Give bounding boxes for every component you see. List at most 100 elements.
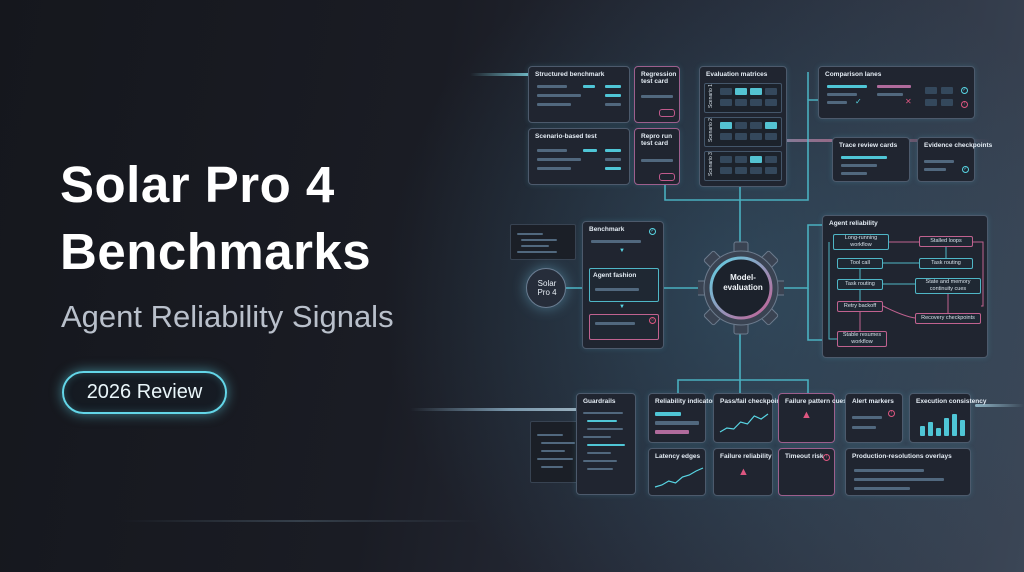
matrix-cell [735,122,747,129]
flow-node-label: State and memory continuity cues [925,279,971,292]
matrix-cell [765,167,777,174]
cell [925,99,937,106]
bar [827,93,857,96]
bar [591,240,641,243]
glitch-streak [470,73,530,76]
matrix-cell [765,88,777,95]
flow-node [589,314,659,340]
bar [583,436,611,438]
bar [587,452,611,454]
bar [537,85,567,88]
source-node[interactable]: Solar Pro 4 [526,268,566,308]
matrix-cell [750,133,762,140]
bar [583,412,623,414]
mini-bar [928,422,933,436]
action-button[interactable] [659,109,675,117]
panel-title: Scenario-based test [535,133,597,140]
arrow-down-icon: ▼ [619,248,625,254]
cell [941,87,953,94]
check-icon: ✓ [855,97,862,106]
flow-node-label: Task routing [931,260,961,266]
panel-regression-card: Regression test card [634,66,680,123]
bar [605,103,621,106]
panel-benchmark-flow: Benchmark ✓ ▼ Agent fashion ▼ ○ [582,221,664,349]
panel-scenario-test: Scenario-based test [528,128,630,185]
panel-title: Execution consistency [916,398,987,405]
panel-title: Evidence checkpoints [924,142,993,149]
code-line [541,442,575,444]
matrix-cell [720,122,732,129]
glitch-streak [975,404,1024,407]
panel-guardrails: Guardrails [576,393,636,495]
bar [595,322,635,325]
flow-node-label: Stable resumes workflow [842,332,882,345]
matrix-cell [765,156,777,163]
bar [841,164,877,167]
panel-execution-consistency: Execution consistency [909,393,986,443]
bar [655,430,689,434]
code-line [541,450,565,452]
bar [852,416,882,419]
source-node-label: Solar Pro 4 [537,279,557,297]
bar [605,167,621,170]
bar [587,420,617,422]
panel-trace-review: Trace review cards [832,137,910,182]
bar [605,149,621,152]
panel-title: Failure pattern cues [785,398,847,405]
headline-subtitle: Agent Reliability Signals [61,299,394,334]
panel-title: Regression test card [641,71,677,85]
panel-latency-edges: Latency edges [648,448,706,496]
flow-node-retry-backoff [837,301,883,312]
panel-title: Pass/fail checkpoints [720,398,787,405]
bar [854,469,924,472]
review-button[interactable]: 2026 Review [62,371,227,414]
bar [854,478,944,481]
matrix-cell [720,99,732,106]
action-button[interactable] [659,173,675,181]
center-node-label: Model- evaluation [723,273,763,292]
matrix-cell [735,156,747,163]
bar [827,85,867,88]
panel-title: Structured benchmark [535,71,605,78]
code-line [521,239,557,241]
code-line [537,458,573,460]
status-icon: ✓ [649,228,656,235]
bar [827,101,847,104]
bar [595,288,639,291]
matrix-cell [720,167,732,174]
panel-title: Latency edges [655,453,701,460]
bar [924,160,954,163]
panel-structured-benchmark: Structured benchmark [528,66,630,123]
matrix-cell [720,88,732,95]
flow-node-label: Recovery checkpoints [921,315,975,321]
bar [605,158,621,161]
cross-icon: ✕ [905,97,912,106]
bar [877,93,903,96]
bar [537,158,581,161]
panel-title: Comparison lanes [825,71,882,78]
bar [641,159,673,162]
matrix-cell [735,88,747,95]
alert-icon: ! [961,101,968,108]
bar [605,94,621,97]
panel-title: Benchmark [589,226,625,233]
matrix-cell [735,99,747,106]
gear-icon [698,241,784,335]
panel-production-overlays: Production-resolutions overlays [845,448,971,496]
matrix-cell [735,133,747,140]
bar [537,149,567,152]
flow-node-tool-call [837,258,883,269]
matrix-cell [750,122,762,129]
sparkline [654,467,704,488]
bar [655,421,699,425]
matrix-cell [765,99,777,106]
code-line [517,251,557,253]
mini-bar [920,426,925,436]
matrix-cell [765,133,777,140]
alert-icon: ○ [649,317,656,324]
mini-bar [936,428,941,436]
flow-node-label: Stalled loops [930,238,962,244]
flow-node-label: Retry backoff [843,303,877,309]
flow-node-label: Task routing [845,281,875,287]
